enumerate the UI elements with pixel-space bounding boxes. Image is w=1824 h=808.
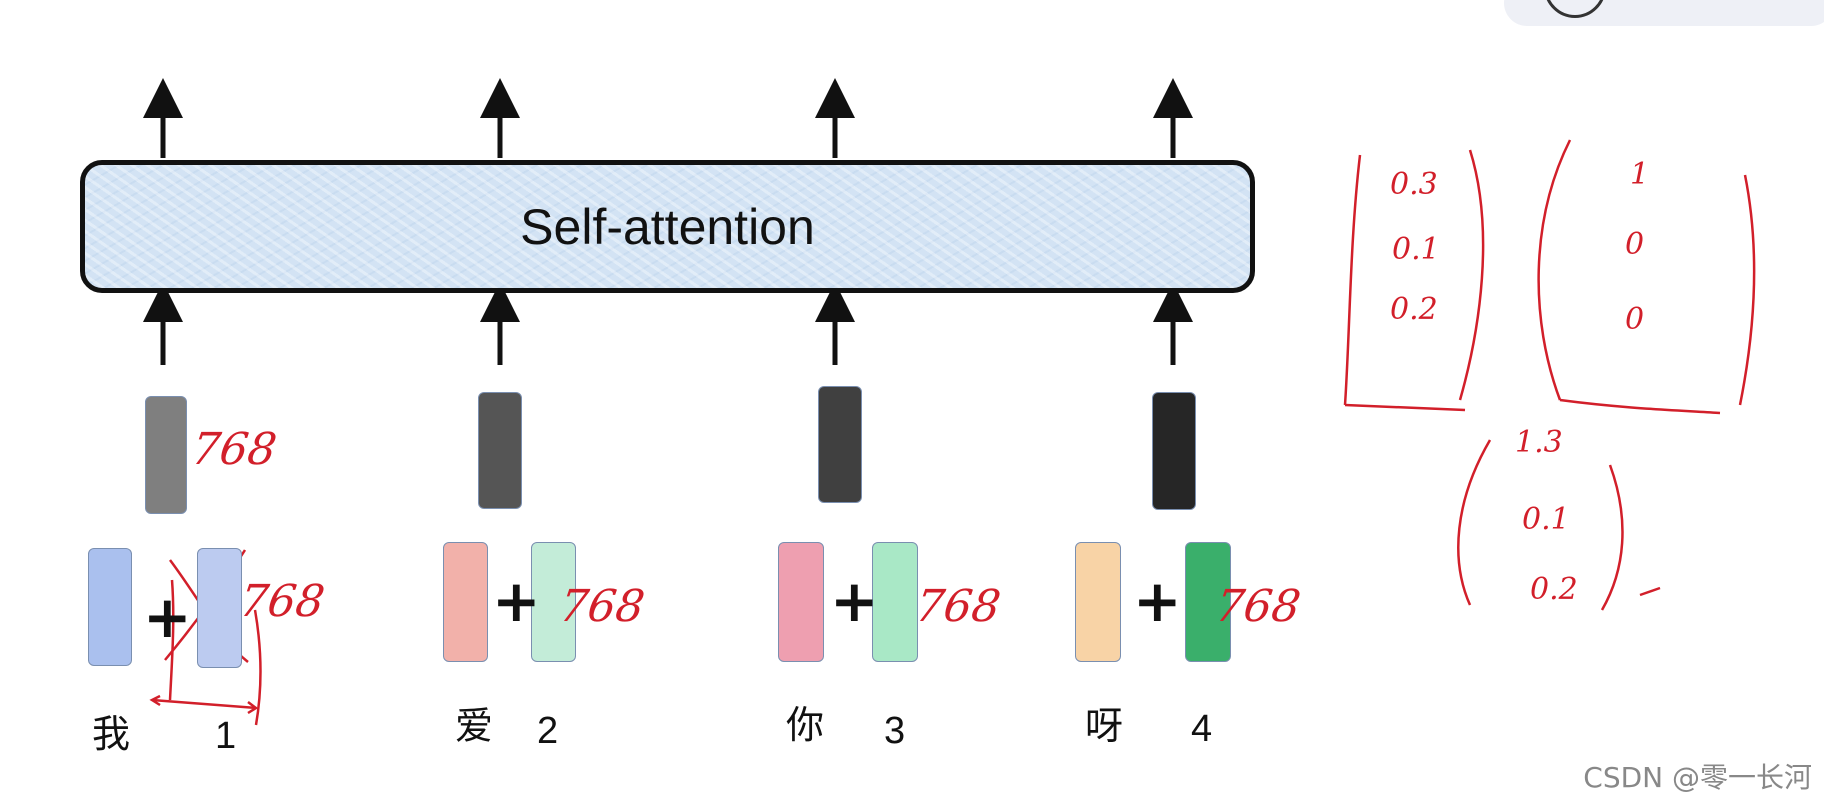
vector-a-value-2: 0.1 <box>1392 232 1440 267</box>
plus-sign-4: + <box>1133 567 1182 635</box>
output-arrows <box>143 78 1193 158</box>
positional-encoding-2 <box>531 542 576 662</box>
output-vector-1 <box>145 396 187 514</box>
handwritten-dim-sum-2: 768 <box>556 581 648 632</box>
plus-sign-1: + <box>143 583 192 651</box>
token-word-1: 我 <box>92 712 131 756</box>
token-position-1: 1 <box>215 715 237 757</box>
token-word-2: 爱 <box>455 704 494 748</box>
handwritten-dim-sum-4: 768 <box>1212 581 1304 632</box>
word-embedding-1 <box>88 548 132 666</box>
token-position-2: 2 <box>537 710 559 752</box>
handwritten-dim-sum-3: 768 <box>912 581 1004 632</box>
token-word-4: 呀 <box>1085 704 1124 748</box>
handwritten-dim-output-1: 768 <box>188 424 280 475</box>
output-vector-3 <box>818 386 862 503</box>
input-arrows <box>143 282 1193 365</box>
positional-encoding-3 <box>872 542 918 662</box>
vector-sum-value-2: 0.1 <box>1522 502 1570 537</box>
vector-a-value-1: 0.3 <box>1390 167 1438 202</box>
top-right-pill <box>1504 0 1824 26</box>
plus-sign-3: + <box>830 567 879 635</box>
handwritten-brackets <box>1343 139 1756 611</box>
token-position-3: 3 <box>884 710 906 752</box>
word-embedding-4 <box>1075 542 1121 662</box>
word-embedding-3 <box>778 542 824 662</box>
watermark: CSDN @零一长河 <box>1583 761 1812 794</box>
token-position-4: 4 <box>1191 708 1213 750</box>
vector-b-value-3: 0 <box>1625 302 1645 337</box>
positional-encoding-4 <box>1185 542 1231 662</box>
word-embedding-2 <box>443 542 488 662</box>
vector-sum-value-3: 0.2 <box>1530 572 1578 607</box>
self-attention-label: Self-attention <box>520 198 815 255</box>
plus-sign-2: + <box>492 567 541 635</box>
vector-b-value-2: 0 <box>1625 227 1645 262</box>
vector-sum-value-1: 1.3 <box>1515 425 1563 460</box>
vector-a-value-3: 0.2 <box>1390 292 1438 327</box>
output-vector-4 <box>1152 392 1196 510</box>
vector-b-value-1: 1 <box>1630 157 1650 192</box>
positional-encoding-1 <box>197 548 242 668</box>
handwritten-dim-sum-1: 768 <box>236 576 328 627</box>
output-vector-2 <box>478 392 522 509</box>
token-word-3: 你 <box>786 703 825 747</box>
self-attention-block: Self-attention <box>80 160 1255 293</box>
